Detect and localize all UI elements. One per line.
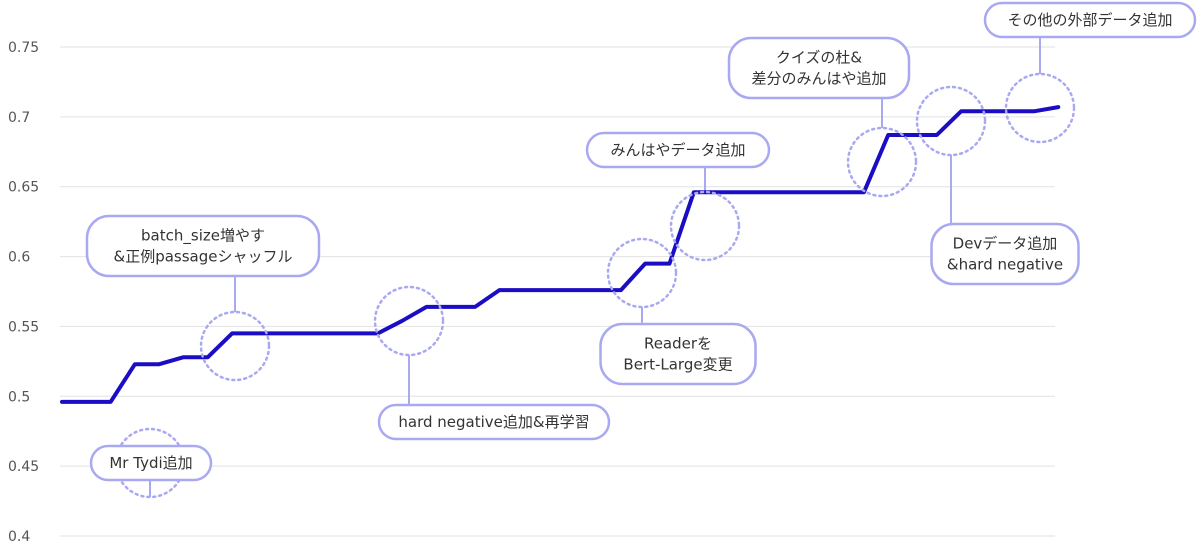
- y-tick-label: 0.4: [8, 529, 30, 545]
- annotation-box: [930, 222, 1080, 286]
- annotation-box: [599, 322, 757, 386]
- annotation-box: [585, 131, 771, 169]
- annotation-circle: [606, 237, 678, 309]
- annotation-label: batch_size増やす&正例passageシャッフル: [85, 214, 321, 278]
- annotation-boxes: Mr Tydi追加batch_size増やす&正例passageシャッフルhar…: [85, 1, 1197, 482]
- annotation-text: hard negative追加&再学習: [398, 413, 589, 431]
- annotation-text: みんはやデータ追加: [610, 141, 745, 159]
- annotation-text: Devデータ追加: [953, 235, 1058, 253]
- annotation-circle: [915, 85, 987, 157]
- y-tick-label: 0.45: [8, 459, 39, 475]
- y-axis-ticks: 0.4 0.45 0.5 0.55 0.6 0.65 0.7 0.75: [8, 40, 39, 545]
- annotation-label: hard negative追加&再学習: [377, 403, 611, 441]
- annotation-circle: [199, 310, 271, 382]
- annotation-text: &正例passageシャッフル: [114, 248, 293, 266]
- annotation-circle: [1004, 72, 1076, 144]
- annotation-box: [983, 1, 1197, 39]
- annotation-text: Bert-Large変更: [623, 356, 732, 374]
- annotation-circles: [114, 72, 1076, 499]
- y-tick-label: 0.7: [8, 110, 30, 126]
- annotation-label: Readerを Bert-Large変更: [599, 322, 757, 386]
- y-tick-label: 0.55: [8, 319, 39, 335]
- annotation-text: その他の外部データ追加: [1007, 11, 1172, 29]
- annotation-text: &hard negative: [947, 256, 1063, 274]
- annotation-label: その他の外部データ追加: [983, 1, 1197, 39]
- annotation-text: 差分のみんはや追加: [751, 70, 886, 88]
- annotation-label: Devデータ追加&hard negative: [930, 222, 1080, 286]
- y-tick-label: 0.75: [8, 40, 39, 56]
- series-layer: [60, 105, 1061, 404]
- annotation-text: Mr Tydi追加: [109, 454, 192, 472]
- annotation-box: [377, 403, 611, 441]
- annotation-label: みんはやデータ追加: [585, 131, 771, 169]
- annotation-label: クイズの杜&差分のみんはや追加: [727, 36, 911, 100]
- annotation-circle: [846, 126, 918, 198]
- annotation-circle: [669, 190, 741, 262]
- annotation-box: [727, 36, 911, 100]
- annotation-circle: [373, 285, 445, 357]
- series-line: [60, 105, 1061, 404]
- y-tick-label: 0.6: [8, 250, 30, 266]
- annotation-text: Readerを: [644, 335, 712, 353]
- annotation-text: batch_size増やす: [141, 227, 265, 246]
- annotation-text: クイズの杜&: [776, 49, 863, 67]
- annotation-box: [89, 444, 213, 482]
- y-tick-label: 0.65: [8, 180, 39, 196]
- annotation-label: Mr Tydi追加: [89, 444, 213, 482]
- y-tick-label: 0.5: [8, 389, 30, 405]
- annotation-box: [85, 214, 321, 278]
